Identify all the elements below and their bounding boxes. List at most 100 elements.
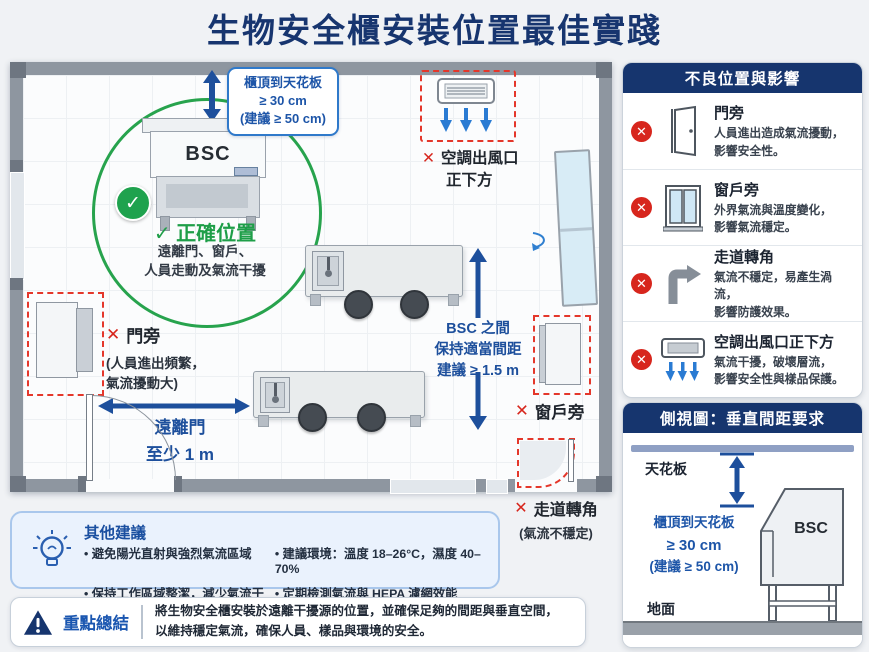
ground-bar xyxy=(623,621,862,635)
wall-window-segment xyxy=(10,172,25,280)
correct-zone-circle xyxy=(92,98,322,328)
panel-header: 不良位置與影響 xyxy=(623,63,862,93)
row-desc: 氣流不穩定，易產生渦流， 影響防護效果。 xyxy=(714,270,832,319)
suggestions-title: 其他建議 xyxy=(84,525,147,542)
entry-door-leaf xyxy=(86,394,93,481)
wall-post xyxy=(10,62,26,78)
check-icon xyxy=(154,223,176,245)
door-side-label: 門旁 (人員進出頻繁， 氣流擾動大) xyxy=(106,322,246,395)
ac-outlet-label: 空調出風口 正下方 xyxy=(422,148,552,191)
bad-position-row: 門旁 人員進出造成氣流擾動， 影響安全性。 xyxy=(623,93,862,169)
clearance-callout-line3: (建議 ≥ 50 cm) xyxy=(240,111,326,127)
bsc-side-illustration: BSC xyxy=(760,488,844,622)
bench-leg xyxy=(448,294,459,306)
stool-illustration xyxy=(298,403,327,432)
window-bsc-warning-box xyxy=(533,315,591,395)
summary-panel: 重點總結 將生物安全櫃安裝於遠離干擾源的位置，並確保足夠的間距與垂直空間， 以維… xyxy=(10,597,586,647)
clearance-text: 櫃頂到天花板 ≥ 30 cm (建議 ≥ 50 cm) xyxy=(649,515,739,575)
correct-position-label: 正確位置 xyxy=(95,217,315,246)
clearance-callout-line1: 櫃頂到天花板 xyxy=(243,75,322,90)
warning-icon xyxy=(23,609,53,635)
suggestions-panel: 其他建議 避免陽光直射與強烈氣流區域 建議環境：溫度 18–26°C，濕度 40… xyxy=(10,511,500,619)
vertical-clearance-arrow-icon xyxy=(720,452,754,508)
bsc-control-panel xyxy=(234,167,258,176)
x-badge-icon xyxy=(631,120,652,142)
summary-title: 重點總結 xyxy=(63,615,129,633)
row-title: 空調出風口正下方 xyxy=(714,333,835,351)
bsc-leg xyxy=(246,216,256,231)
ac-airflow-arrows-icon xyxy=(440,108,492,132)
faucet-knob xyxy=(272,396,279,403)
faucet-icon xyxy=(327,257,330,270)
window-mullion xyxy=(560,227,593,232)
row-desc: 外界氣流與溫度變化， 影響氣流穩定。 xyxy=(714,202,832,234)
bsc-spacing-label: BSC 之間 保持適當間距 建議 ≥ 1.5 m xyxy=(434,321,522,380)
ac-vent-illustration xyxy=(437,78,495,104)
corner-door-leaf xyxy=(568,439,574,482)
door-side-desc: (人員進出頻繁， 氣流擾動大) xyxy=(106,356,205,392)
wall-post xyxy=(10,476,26,492)
ac-vent-icon xyxy=(659,336,707,384)
x-badge-icon xyxy=(631,197,652,218)
corner-arrow-icon xyxy=(659,262,707,306)
door-bsc-illustration xyxy=(36,302,78,378)
wall-post xyxy=(596,476,612,492)
row-title: 門旁 xyxy=(714,105,745,123)
wall-post xyxy=(596,62,612,78)
bench-leg xyxy=(258,415,269,427)
corner-door-label: 走道轉角 (氣流不穩定) xyxy=(498,496,614,542)
x-mark-icon xyxy=(515,401,529,421)
suggestion-item: 建議環境：溫度 18–26°C，濕度 40–70% xyxy=(275,544,490,576)
lightbulb-icon xyxy=(33,530,71,566)
ac-vent-warning-box xyxy=(420,70,516,142)
stool-illustration xyxy=(357,403,386,432)
door-post xyxy=(78,476,86,492)
window-icon xyxy=(659,184,707,232)
ground-label: 地面 xyxy=(647,601,675,617)
door-bsc-warning-box xyxy=(27,292,104,396)
bench-leg xyxy=(310,294,321,306)
floor-plan: BSC 櫃頂到天花板 ≥ 30 cm (建議 ≥ 50 cm) 正確位置 遠離門… xyxy=(10,62,612,494)
bad-positions-panel: 不良位置與影響 門旁 人員進出造成氣流擾動， 影響安全性。 xyxy=(622,62,863,398)
row-title: 走道轉角 xyxy=(714,249,775,267)
ceiling-label: 天花板 xyxy=(645,461,687,477)
bsc-label: BSC xyxy=(185,143,231,165)
door-icon xyxy=(659,105,707,157)
correct-position-desc: 遠離門、窗戶、 人員走動及氣流干擾 xyxy=(144,244,266,278)
clearance-arrow-icon xyxy=(203,70,221,122)
bsc-work-surface xyxy=(166,184,248,208)
wall-window-segment xyxy=(486,479,508,494)
clearance-callout-line2: ≥ 30 cm xyxy=(259,93,307,109)
bsc-spacing-arrow-up-icon xyxy=(469,248,487,318)
faucet-knob xyxy=(325,270,332,277)
bench-leg xyxy=(410,415,421,427)
side-view-panel: 側視圖：垂直間距要求 天花板 櫃頂到天花板 ≥ 30 cm (建議 ≥ 50 c… xyxy=(622,402,863,648)
page-title: 生物安全櫃安裝位置最佳實踐 xyxy=(207,12,662,49)
bsc-leg xyxy=(160,216,170,231)
sink-illustration xyxy=(260,377,290,413)
wall-post xyxy=(10,278,23,290)
suggestion-item: 避免陽光直射與強烈氣流區域 xyxy=(84,544,275,576)
x-mark-icon xyxy=(514,498,527,518)
airflow-swirl-icon xyxy=(532,232,545,251)
stool-illustration xyxy=(400,290,429,319)
row-title: 窗戶旁 xyxy=(714,181,760,199)
x-badge-icon xyxy=(631,273,652,294)
panel-header: 側視圖：垂直間距要求 xyxy=(623,403,862,433)
bsc-spacing-arrow-down-icon xyxy=(469,372,487,430)
wall-post xyxy=(10,160,23,172)
bsc-side-label: BSC xyxy=(794,520,828,537)
row-desc: 氣流干擾，破壞層流， 影響安全性與樣品保護。 xyxy=(714,354,844,386)
door-bsc-illustration-side xyxy=(76,308,93,372)
x-mark-icon xyxy=(106,325,120,345)
row-desc: 人員進出造成氣流擾動， 影響安全性。 xyxy=(714,126,844,158)
window-side-label: 窗戶旁 xyxy=(515,399,585,423)
faucet-icon xyxy=(274,383,277,396)
door-opening xyxy=(84,479,176,492)
bad-position-row: 窗戶旁 外界氣流與溫度變化， 影響氣流穩定。 xyxy=(623,169,862,245)
x-mark-icon xyxy=(422,148,435,170)
ceiling-bar xyxy=(631,445,854,452)
summary-divider xyxy=(141,605,143,639)
bad-position-row: 走道轉角 氣流不穩定，易產生渦流， 影響防護效果。 xyxy=(623,245,862,321)
